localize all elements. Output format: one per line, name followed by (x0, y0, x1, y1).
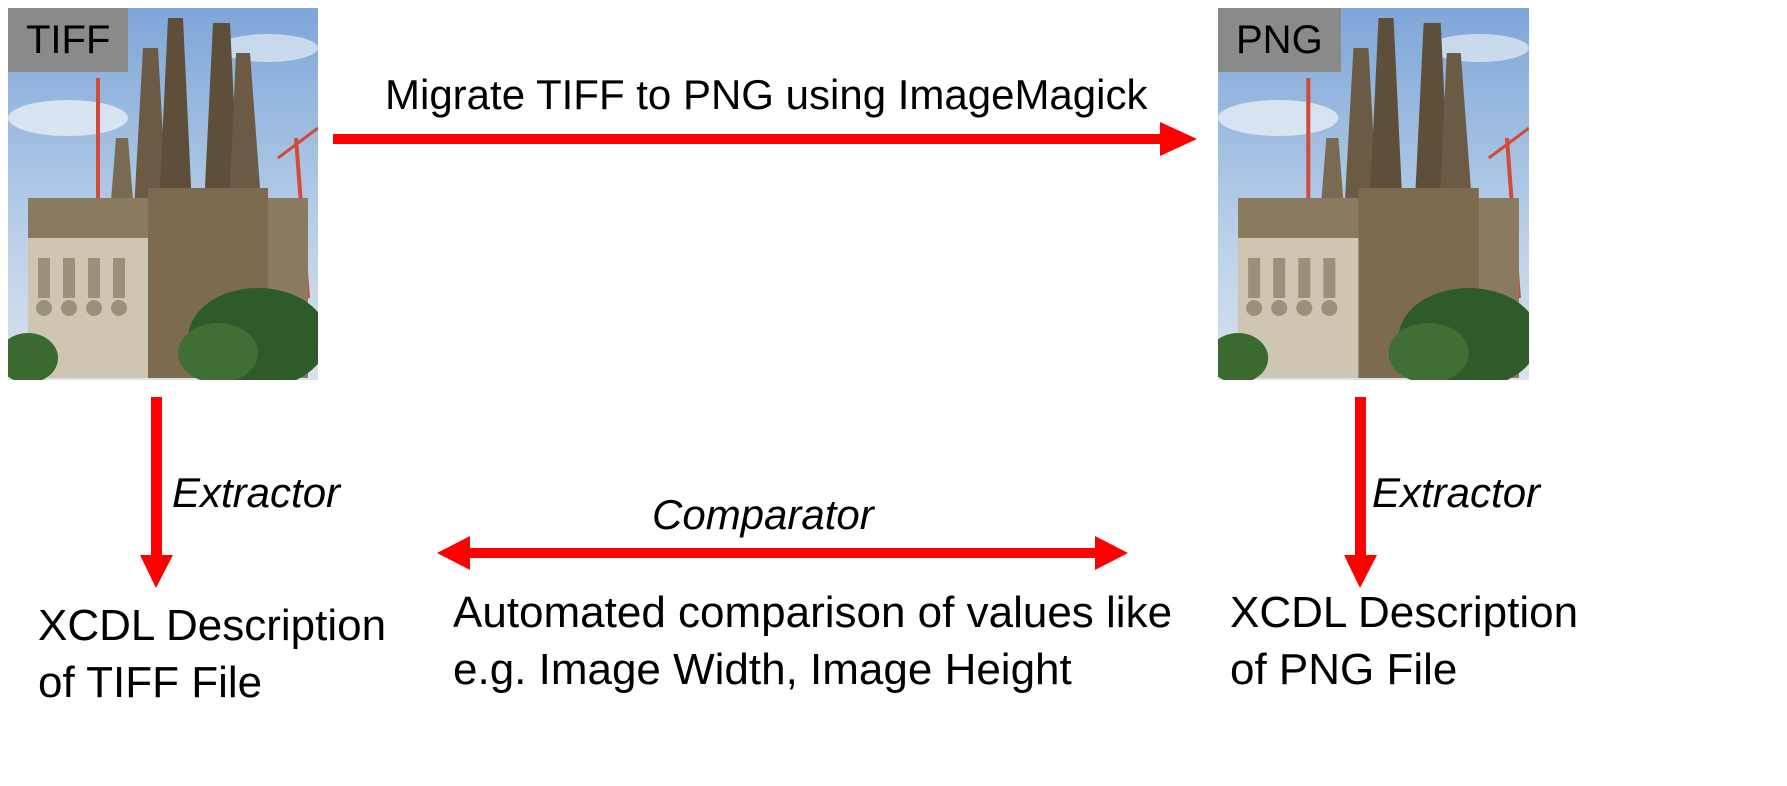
png-badge: PNG (1218, 8, 1341, 72)
png-photo: PNG (1218, 8, 1529, 380)
png-xcdl-line2: of PNG File (1230, 645, 1458, 694)
extractor-arrow-right (1344, 397, 1377, 588)
comparison-line2: e.g. Image Width, Image Height (453, 645, 1072, 694)
tiff-xcdl-description: XCDL Description of TIFF File (38, 597, 386, 711)
cathedral-illustration (1218, 8, 1529, 380)
comparator-label: Comparator (652, 491, 874, 538)
extractor-label-right: Extractor (1372, 469, 1541, 516)
png-xcdl-line1: XCDL Description (1230, 588, 1579, 637)
tiff-photo: TIFF (8, 8, 318, 380)
extractor-arrow-left (140, 397, 173, 588)
comparison-line1: Automated comparison of values like (453, 588, 1173, 637)
tiff-badge: TIFF (8, 8, 129, 72)
extractor-label-left: Extractor (172, 469, 341, 516)
migrate-label: Migrate TIFF to PNG using ImageMagick (385, 71, 1148, 118)
png-xcdl-description: XCDL Description of PNG File (1230, 584, 1578, 698)
tiff-xcdl-line1: XCDL Description (38, 601, 387, 650)
cathedral-illustration (8, 8, 318, 380)
comparison-description: Automated comparison of values like e.g.… (453, 584, 1172, 698)
tiff-xcdl-line2: of TIFF File (38, 658, 263, 707)
migrate-arrow (333, 122, 1197, 156)
comparator-arrow (437, 536, 1128, 570)
